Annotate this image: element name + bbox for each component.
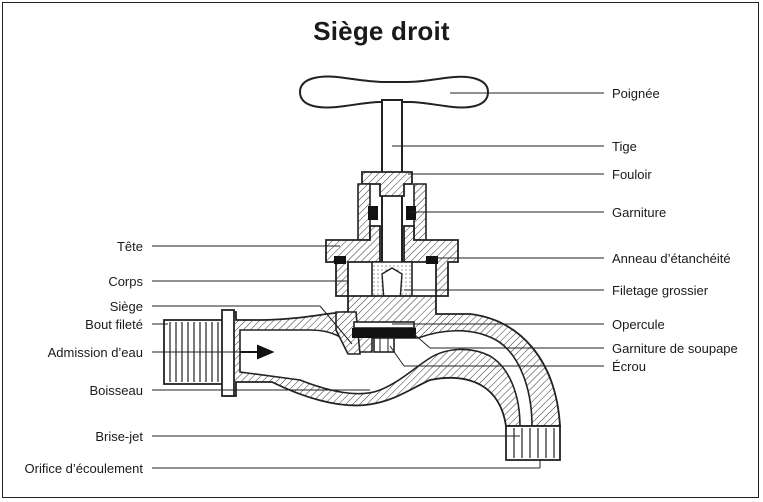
label-siege: Siège [109,299,143,314]
handle [298,75,490,109]
diagram-title: Siège droit [313,16,450,46]
washer-nut [373,337,395,353]
label-poignee: Poignée [612,86,660,101]
label-tige: Tige [612,139,637,154]
label-orifice: Orifice d’écoulement [24,461,144,476]
leader-lines-right [389,92,604,367]
label-boisseau: Boisseau [89,383,143,398]
label-garniture: Garniture [612,205,667,220]
label-filetage: Filetage grossier [612,283,709,298]
valve-disc [353,321,415,329]
inlet-arrow [240,344,275,360]
label-brise-jet: Brise-jet [95,429,143,444]
valve-washer [352,328,416,338]
label-bout-filete: Bout fileté [85,317,143,332]
label-garniture-soupape: Garniture de soupape [612,341,738,356]
sealing-ring [426,256,438,264]
leader-lines-left [152,245,541,469]
label-tete: Tête [116,239,143,254]
aerator [505,425,561,461]
packing-right [406,206,416,220]
packing-left [368,206,378,220]
label-anneau: Anneau d’étanchéité [612,251,731,266]
bonnet [325,225,381,297]
label-opercule: Opercule [612,317,665,332]
label-ecrou: Écrou [612,359,646,374]
label-corps: Corps [108,274,143,289]
label-admission: Admission d’eau [47,345,143,360]
label-fouloir: Fouloir [612,167,652,182]
